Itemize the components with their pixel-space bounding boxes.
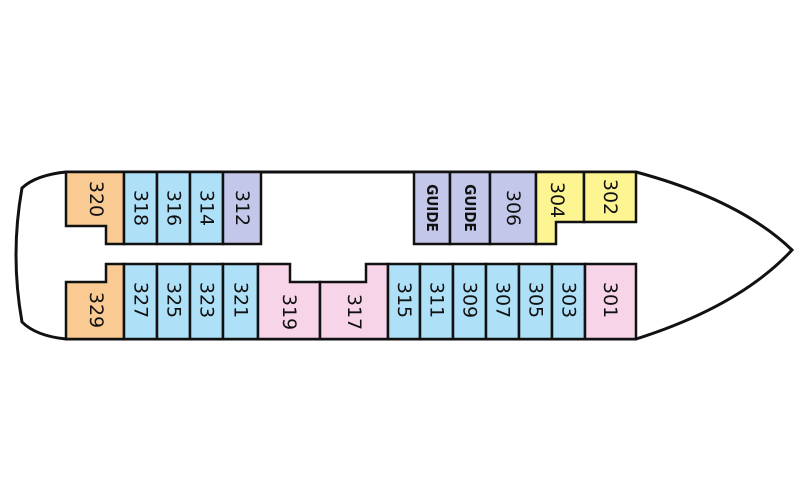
cabin-303[interactable]: 303 [550,262,587,341]
cabin-label: 302 [599,179,621,215]
cabin-329[interactable]: 329 [64,262,126,341]
cabin-309[interactable]: 309 [451,262,488,341]
cabin-305[interactable]: 305 [517,262,554,341]
cabin-301[interactable]: 301 [583,262,638,341]
cabin-label: 323 [196,282,218,318]
cabin-label: 307 [492,282,514,318]
cabin-321[interactable]: 321 [221,262,260,341]
cabin-318[interactable]: 318 [122,170,159,246]
cabin-327[interactable]: 327 [122,262,159,341]
bottom-cabin-row: 329 327 325 323 321 319 317 315 [64,262,638,341]
cabin-307[interactable]: 307 [484,262,521,341]
cabin-label: 315 [393,282,415,318]
cabin-label: 303 [558,282,580,318]
cabin-319[interactable]: 319 [256,262,322,341]
cabin-label: 319 [278,294,300,330]
cabin-314[interactable]: 314 [188,170,225,246]
cabin-312[interactable]: 312 [221,170,263,246]
cabin-label: 314 [196,190,218,226]
cabin-label: 325 [163,282,185,318]
cabin-label: 316 [163,190,185,226]
cabin-302[interactable]: 302 [582,170,638,224]
cabin-label: 309 [459,282,481,318]
cabin-label: 320 [85,181,107,217]
cabin-label: 318 [130,190,152,226]
cabin-label: 304 [546,182,568,218]
cabin-315[interactable]: 315 [386,262,422,341]
cabin-316[interactable]: 316 [155,170,192,246]
cabin-guide-1[interactable]: GUIDE [412,170,452,246]
cabin-325[interactable]: 325 [155,262,192,341]
top-cabin-row: 320 318 316 314 312 GUIDE GUIDE 306 [64,170,638,246]
cabin-306[interactable]: 306 [488,170,538,246]
cabin-label: 317 [343,294,365,330]
cabin-label: 301 [599,282,621,318]
cabin-label: GUIDE [461,184,479,231]
cabin-323[interactable]: 323 [188,262,225,341]
cabin-label: 305 [525,282,547,318]
cabin-label: 327 [130,282,152,318]
cabin-label: 321 [230,282,252,318]
cabin-label: 329 [85,292,107,328]
cabin-label: 306 [502,190,524,226]
cabin-label: 312 [231,190,253,226]
cabin-label: GUIDE [423,184,441,231]
cabin-311[interactable]: 311 [418,262,455,341]
cabin-label: 311 [426,282,448,318]
cabin-guide-2[interactable]: GUIDE [448,170,492,246]
